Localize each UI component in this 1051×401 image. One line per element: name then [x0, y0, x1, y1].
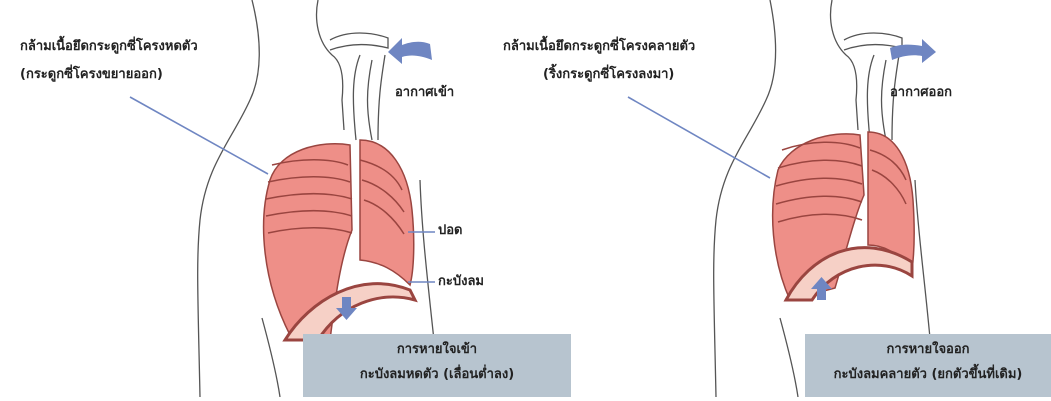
- inhale-throat: [378, 55, 385, 140]
- exhale-caption-desc: กะบังลมคลายตัว (ยกตัวขึ้นที่เดิม): [805, 363, 1051, 388]
- inhale-head-outline: [317, 0, 344, 130]
- inhale-air-arrow: [388, 38, 432, 64]
- exhale-caption-title: การหายใจออก: [805, 338, 1051, 363]
- lung-label: ปอด: [438, 222, 463, 240]
- exhale-air-label: อากาศออก: [890, 84, 952, 102]
- diaphragm-label: กะบังลม: [438, 273, 484, 291]
- exhale-muscle-label-line1: กล้ามเนื้อยึดกระดูกซี่โครงคลายตัว: [503, 38, 695, 56]
- inhale-muscle-label-line1: กล้ามเนื้อยึดกระดูกซี่โครงหดตัว: [20, 38, 198, 56]
- exhale-muscle-label-line2: (ริ้งกระดูกซี่โครงลงมา): [543, 66, 695, 84]
- inhale-air-label: อากาศเข้า: [395, 84, 454, 102]
- inhale-muscle-label-line2: (กระดูกซี่โครงขยายออก): [20, 66, 198, 84]
- exhale-air-arrow: [890, 39, 936, 63]
- inhale-airway: [330, 33, 388, 50]
- exhale-leaders: [628, 97, 770, 178]
- exhale-lungs: [773, 132, 914, 300]
- inhale-caption-desc: กะบังลมหดตัว (เลื่อนต่ำลง): [303, 363, 571, 388]
- exhale-body-outline: [714, 0, 776, 397]
- exhale-caption: การหายใจออก กะบังลมคลายตัว (ยกตัวขึ้นที่…: [805, 334, 1051, 397]
- inhale-caption-title: การหายใจเข้า: [303, 338, 571, 363]
- exhale-muscle-label: กล้ามเนื้อยึดกระดูกซี่โครงคลายตัว (ริ้งก…: [503, 38, 695, 83]
- inhale-caption: การหายใจเข้า กะบังลมหดตัว (เลื่อนต่ำลง): [303, 334, 571, 397]
- inhale-trachea: [353, 55, 372, 140]
- exhale-trachea: [867, 55, 886, 140]
- inhale-arm: [262, 318, 280, 397]
- inhale-body-outline: [198, 0, 260, 397]
- exhale-head-outline: [831, 0, 858, 130]
- exhale-arm: [780, 318, 798, 397]
- inhale-muscle-label: กล้ามเนื้อยึดกระดูกซี่โครงหดตัว (กระดูกซ…: [20, 38, 198, 83]
